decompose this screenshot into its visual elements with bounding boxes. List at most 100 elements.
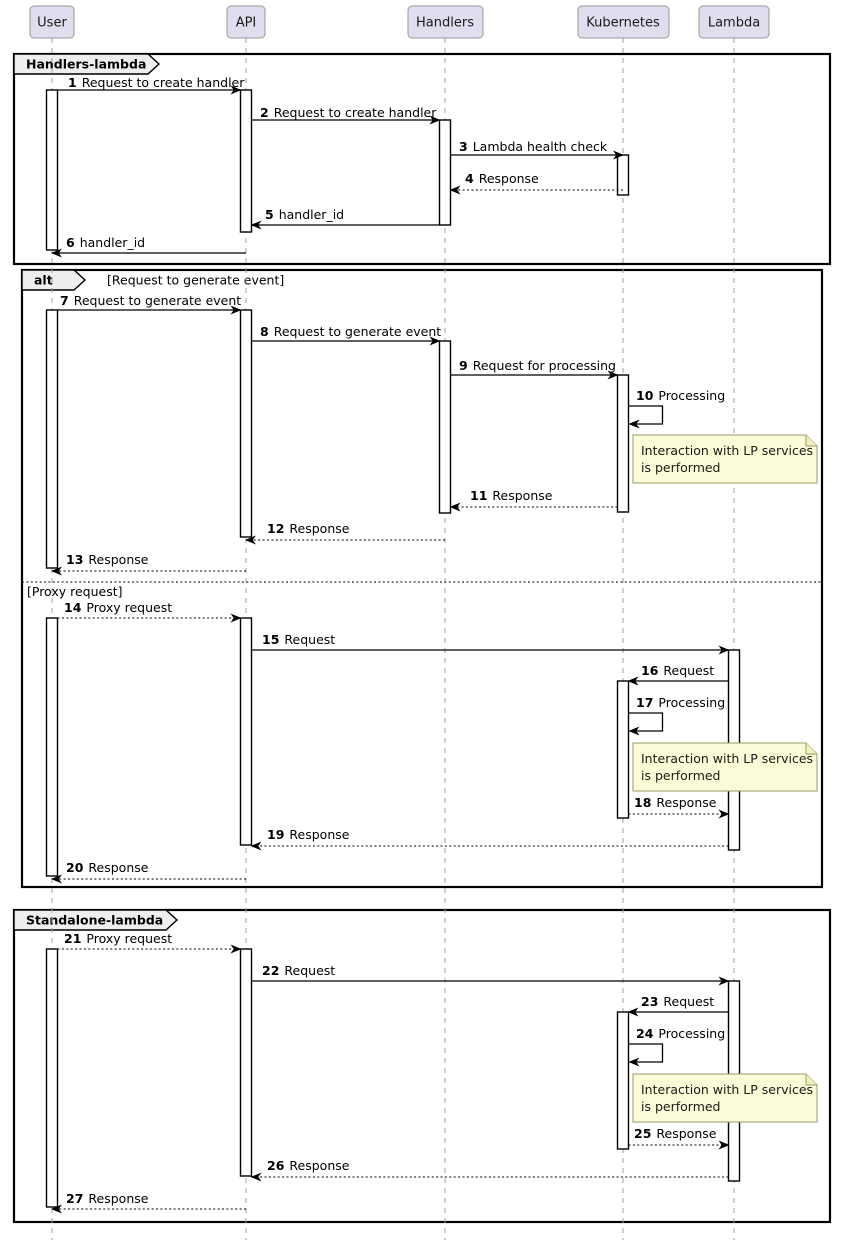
message-number-8: 8 <box>260 324 269 339</box>
note-body <box>632 434 818 484</box>
act-kub-2 <box>616 374 630 513</box>
divider-layer: [Proxy request] <box>22 581 822 599</box>
frame-label: alt <box>34 273 53 288</box>
note-line: is performed <box>641 1099 721 1114</box>
message-label-2: Request to create handler <box>274 105 438 120</box>
message-number-24: 24 <box>636 1026 654 1041</box>
message-label-21: Proxy request <box>86 931 172 946</box>
message-label-25: Response <box>656 1126 716 1141</box>
participant-user[interactable]: User <box>29 5 75 39</box>
message-9: 9 Request for processing <box>450 358 619 380</box>
message-number-1: 1 <box>68 75 77 90</box>
lifeline-layer <box>51 38 735 1240</box>
frame-tab <box>21 269 87 291</box>
note-layer: Interaction with LP services is performed… <box>632 434 818 1123</box>
message-label-12: Response <box>289 521 349 536</box>
act-kub-3 <box>616 680 630 819</box>
message-number-16: 16 <box>641 663 659 678</box>
message-number-18: 18 <box>634 795 651 810</box>
note-fold-corner <box>805 1074 817 1086</box>
message-number-15: 15 <box>262 632 279 647</box>
message-label-27: Response <box>88 1191 148 1206</box>
note-line: is performed <box>641 768 721 783</box>
participant-box[interactable] <box>698 5 770 39</box>
message-label-17: Processing <box>658 695 725 710</box>
message-number-6: 6 <box>66 235 75 250</box>
message-label-1: Request to create handler <box>82 75 246 90</box>
frame-tab <box>13 909 179 931</box>
note-fold-corner <box>805 743 817 755</box>
message-number-12: 12 <box>267 521 284 536</box>
message-2: 2 Request to create handler <box>251 105 441 125</box>
act-api-3 <box>239 617 253 846</box>
frame-border <box>12 908 832 1224</box>
divider-label: [Proxy request] <box>27 584 122 599</box>
message-label-19: Response <box>289 827 349 842</box>
message-24: 24 Processing <box>628 1026 725 1067</box>
note-line: Interaction with LP services <box>641 1082 813 1097</box>
frame-handlers-lambda: Handlers-lambda <box>12 52 832 266</box>
message-number-2: 2 <box>260 105 269 120</box>
participant-box[interactable] <box>226 5 266 39</box>
message-label-7: Request to generate event <box>74 293 242 308</box>
message-12: 12 Response <box>245 521 445 545</box>
message-1: 1 Request to create handler <box>57 75 246 95</box>
participant-label-lambda: Lambda <box>708 16 760 31</box>
participant-box[interactable] <box>577 5 670 39</box>
message-label-9: Request for processing <box>473 358 616 373</box>
message-7: 7 Request to generate event <box>57 293 242 315</box>
participant-box[interactable] <box>407 5 484 39</box>
message-label-8: Request to generate event <box>274 324 442 339</box>
frame-layer: Handlers-lambda alt [Request to generate e… <box>12 52 832 1224</box>
act-lam-1 <box>616 154 630 196</box>
message-number-14: 14 <box>64 600 82 615</box>
note-1: Interaction with LP services is performed <box>632 434 818 484</box>
message-19: 19 Response <box>250 827 729 851</box>
note-body <box>632 742 818 792</box>
participant-kubernetes[interactable]: Kubernetes <box>577 5 670 39</box>
message-label-13: Response <box>88 552 148 567</box>
participant-lambda[interactable]: Lambda <box>698 5 770 39</box>
message-number-7: 7 <box>60 293 69 308</box>
act-api-1 <box>239 89 253 233</box>
note-body <box>632 1073 818 1123</box>
message-label-22: Request <box>284 963 335 978</box>
message-label-3: Lambda health check <box>473 139 608 154</box>
message-number-19: 19 <box>267 827 284 842</box>
message-label-5: handler_id <box>279 207 344 222</box>
message-number-26: 26 <box>267 1158 285 1173</box>
message-6: 6 handler_id <box>51 235 246 258</box>
participant-box[interactable] <box>29 5 75 39</box>
frame-condition: [Request to generate event] <box>107 273 284 288</box>
message-label-20: Response <box>88 860 148 875</box>
participant-api[interactable]: API <box>226 5 266 39</box>
note-line: Interaction with LP services <box>641 443 813 458</box>
message-16: 16 Request <box>627 663 729 686</box>
participant-handlers[interactable]: Handlers <box>407 5 484 39</box>
note-line: is performed <box>641 460 721 475</box>
message-number-9: 9 <box>459 358 468 373</box>
message-label-16: Request <box>663 663 714 678</box>
act-kub-4 <box>616 1011 630 1150</box>
message-number-4: 4 <box>465 171 474 186</box>
message-label-24: Processing <box>658 1026 725 1041</box>
message-number-3: 3 <box>459 139 468 154</box>
act-api-2 <box>239 309 253 538</box>
note-fold-corner <box>805 435 817 447</box>
message-number-11: 11 <box>470 488 487 503</box>
frame-label: Handlers-lambda <box>26 57 146 72</box>
participant-label-kubernetes: Kubernetes <box>586 16 660 31</box>
message-label-6: handler_id <box>80 235 145 250</box>
